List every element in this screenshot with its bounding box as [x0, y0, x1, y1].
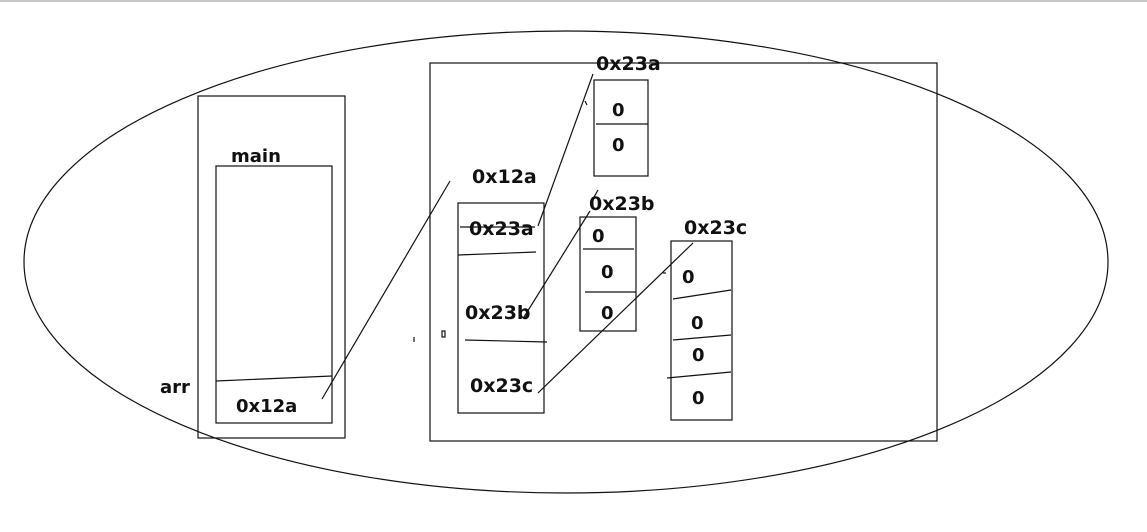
arr-slot-divider: [215, 375, 333, 382]
inner-array-1-address: 0x23b: [589, 193, 655, 215]
inner-array-2-divider-2: [672, 334, 732, 341]
inner-array-0-address: 0x23a: [596, 53, 661, 75]
main-frame-label: main: [231, 146, 281, 167]
inner-array-2-value-2: 0: [692, 345, 705, 366]
pointer-slot-2-to-0x23c: [537, 242, 694, 394]
arr-var-value: 0x12a: [236, 396, 297, 417]
inner-array-2-address: 0x23c: [684, 217, 747, 239]
memory-ellipse: [23, 30, 1109, 494]
inner-array-1-value-0: 0: [592, 226, 605, 247]
outer-slot-1: 0x23b: [465, 302, 531, 324]
inner-array-2-divider-3: [666, 371, 732, 379]
pointer-slot-0-to-0x23a: [537, 73, 594, 227]
inner-array-0-value-1: 0: [612, 135, 625, 156]
heap-region: [429, 62, 938, 442]
outer-array-box: [457, 202, 545, 414]
stray-mark: [584, 100, 588, 106]
inner-array-2-value-0: 0: [682, 267, 695, 288]
stack-region: [197, 95, 346, 439]
stray-mark: [593, 189, 599, 198]
inner-array-2-divider-1: [672, 289, 732, 300]
pointer-arr-to-outer-array: [321, 180, 451, 400]
inner-array-1-value-1: 0: [601, 262, 614, 283]
outer-array-divider-2: [457, 251, 537, 256]
inner-array-1-value-2: 0: [601, 303, 614, 324]
inner-array-0-box: [593, 79, 649, 177]
outer-slot-0: 0x23a: [469, 218, 534, 240]
inner-array-2-value-3: 0: [692, 388, 705, 409]
outer-array-address: 0x12a: [472, 166, 537, 188]
outer-slot-2: 0x23c: [470, 375, 533, 397]
stray-mark: [441, 330, 446, 338]
pointer-slot-1-to-0x23b: [523, 210, 591, 318]
inner-array-1-box: [579, 216, 637, 332]
arr-var-label: arr: [160, 377, 190, 398]
outer-array-divider-3: [464, 339, 548, 343]
inner-array-2-value-1: 0: [691, 313, 704, 334]
inner-array-2-box: [670, 240, 733, 421]
inner-array-0-value-0: 0: [612, 100, 625, 121]
main-stack-frame: [215, 165, 333, 424]
